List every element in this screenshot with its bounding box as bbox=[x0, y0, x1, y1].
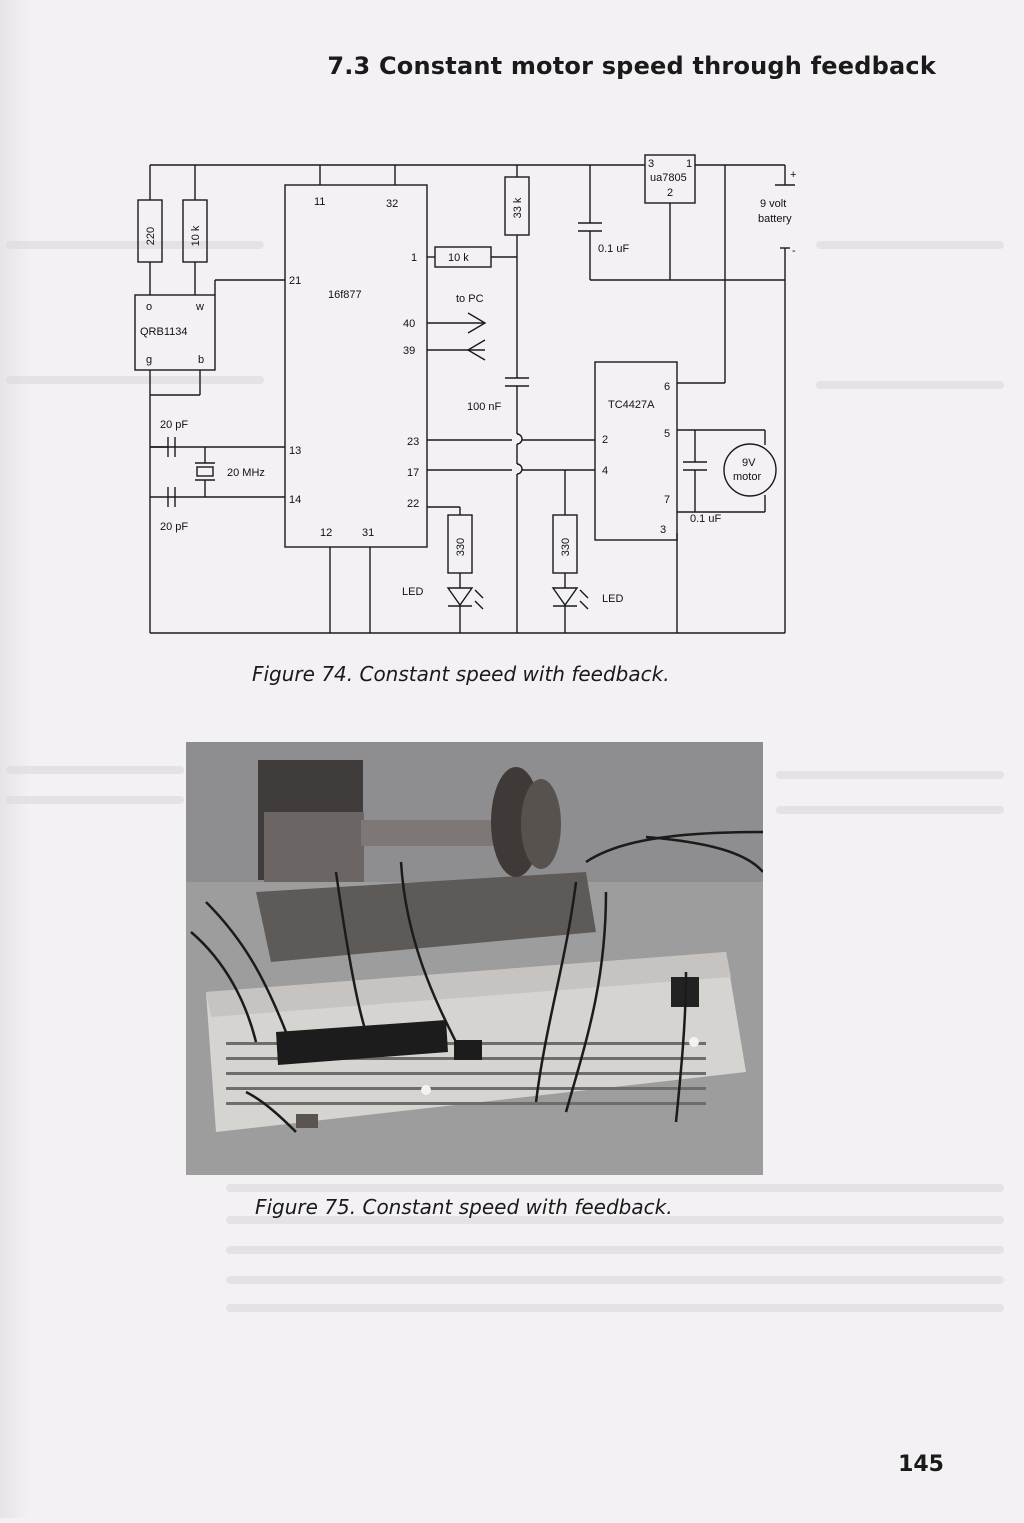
label-drv-pin6: 6 bbox=[664, 381, 670, 393]
label-10k-mid: 10 k bbox=[448, 252, 469, 264]
label-battery: 9 volt bbox=[760, 198, 786, 210]
label-plus: + bbox=[790, 169, 796, 181]
label-pic: 16f877 bbox=[328, 289, 362, 301]
label-sensor: QRB1134 bbox=[140, 326, 188, 338]
section-title: 7.3 Constant motor speed through feedbac… bbox=[327, 52, 936, 80]
label-33k: 33 k bbox=[512, 197, 524, 218]
label-20pf-bottom: 20 pF bbox=[160, 521, 188, 533]
label-10k-left: 10 k bbox=[190, 225, 202, 246]
label-pin13: 13 bbox=[289, 445, 301, 457]
circuit-schematic: 220 10 k 33 k 10 k 330 330 QRB1134 o w g… bbox=[130, 150, 800, 650]
label-100nf: 100 nF bbox=[467, 401, 502, 413]
label-drv-pin3: 3 bbox=[660, 524, 666, 536]
label-drv-pin2: 2 bbox=[602, 434, 608, 446]
label-pin1: 1 bbox=[411, 252, 417, 264]
figure-75-caption: Figure 75. Constant speed with feedback. bbox=[255, 1195, 673, 1219]
label-220: 220 bbox=[145, 227, 157, 245]
breadboard-photo bbox=[186, 742, 763, 1175]
label-minus: - bbox=[792, 245, 796, 257]
label-pin39: 39 bbox=[403, 345, 415, 357]
label-reg-pin1: 1 bbox=[686, 158, 692, 170]
breadboard-photo-illustration bbox=[186, 742, 763, 1175]
schematic-drawing: 220 10 k 33 k 10 k 330 330 QRB1134 o w g… bbox=[134, 154, 796, 634]
label-01uf-top: 0.1 uF bbox=[598, 243, 629, 255]
label-sensor-b: b bbox=[198, 354, 204, 366]
label-01uf-bottom: 0.1 uF bbox=[690, 513, 721, 525]
label-sensor-o: o bbox=[146, 301, 152, 313]
label-drv-pin7: 7 bbox=[664, 494, 670, 506]
label-battery-2: battery bbox=[758, 213, 792, 225]
page-number: 145 bbox=[898, 1452, 944, 1477]
label-pin23: 23 bbox=[407, 436, 419, 448]
label-crystal: 20 MHz bbox=[227, 467, 265, 479]
label-regulator: ua7805 bbox=[650, 172, 687, 184]
label-pin17: 17 bbox=[407, 467, 419, 479]
label-driver: TC4427A bbox=[608, 399, 655, 411]
label-pin31: 31 bbox=[362, 527, 374, 539]
label-pin14: 14 bbox=[289, 494, 301, 506]
label-led-b: LED bbox=[602, 593, 623, 605]
label-drv-pin4: 4 bbox=[602, 465, 608, 477]
label-drv-pin5: 5 bbox=[664, 428, 670, 440]
label-to-pc: to PC bbox=[456, 293, 484, 305]
label-reg-pin2: 2 bbox=[667, 187, 673, 199]
label-330-b: 330 bbox=[560, 538, 572, 556]
label-20pf-top: 20 pF bbox=[160, 419, 188, 431]
label-sensor-g: g bbox=[146, 354, 152, 366]
label-motor-2: motor bbox=[733, 471, 761, 483]
label-motor-1: 9V bbox=[742, 457, 756, 469]
label-330-a: 330 bbox=[455, 538, 467, 556]
label-pin12: 12 bbox=[320, 527, 332, 539]
label-pin11: 11 bbox=[314, 196, 325, 208]
label-pin40: 40 bbox=[403, 318, 415, 330]
label-reg-pin3: 3 bbox=[648, 158, 654, 170]
label-pin21: 21 bbox=[289, 275, 301, 287]
label-sensor-w: w bbox=[195, 301, 204, 313]
label-pin22: 22 bbox=[407, 498, 419, 510]
label-led-a: LED bbox=[402, 586, 423, 598]
figure-74-caption: Figure 74. Constant speed with feedback. bbox=[252, 662, 670, 686]
page-edge-shadow bbox=[0, 0, 30, 1518]
label-pin32: 32 bbox=[386, 198, 398, 210]
